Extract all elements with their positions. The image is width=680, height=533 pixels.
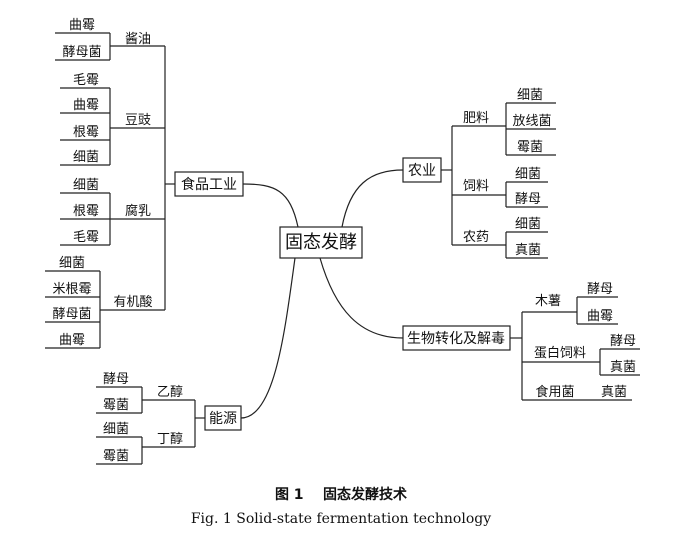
node-food: 食品工业 — [181, 176, 237, 193]
branch-protein-feed: 蛋白饲料 — [534, 345, 586, 361]
node-bio: 生物转化及解毒 — [407, 331, 505, 347]
branch-cassava: 木薯 — [535, 294, 561, 309]
leaf-furu-1: 细菌 — [73, 178, 99, 193]
node-center: 固态发酵 — [285, 232, 357, 253]
branch-ethanol: 乙醇 — [157, 384, 183, 400]
edge-center-food — [242, 183, 299, 228]
leaf-furu-3: 毛霉 — [73, 230, 99, 245]
leaf-douchi-1: 毛霉 — [73, 73, 99, 88]
branch-butanol: 丁醇 — [157, 431, 183, 447]
node-energy: 能源 — [209, 411, 237, 427]
leaf-pesticide-1: 细菌 — [515, 217, 541, 232]
leaf-soy-sauce-1: 曲霉 — [69, 18, 95, 33]
node-energy-box — [204, 405, 242, 431]
leaf-acid-2: 米根霉 — [52, 282, 91, 297]
branch-fertilizer: 肥料 — [463, 111, 489, 126]
caption-english: Fig. 1 Solid-state fermentation technolo… — [191, 511, 491, 527]
leaf-soy-sauce-2: 酵母菌 — [62, 45, 101, 60]
leaf-douchi-3: 根霉 — [73, 125, 99, 140]
leaf-fertilizer-2: 放线菌 — [512, 114, 551, 129]
node-agri: 农业 — [408, 163, 436, 179]
edge-center-agri — [341, 169, 404, 228]
leaf-ethanol-1: 酵母 — [103, 372, 129, 387]
leaf-protein-feed-2: 真菌 — [610, 360, 636, 375]
leaf-furu-2: 根霉 — [73, 204, 99, 219]
branch-douchi: 豆豉 — [125, 113, 151, 128]
node-food-box — [174, 171, 244, 197]
branch-mushroom: 食用菌 — [535, 384, 574, 400]
leaf-fertilizer-1: 细菌 — [517, 88, 543, 103]
leaf-pesticide-2: 真菌 — [515, 243, 541, 258]
node-center-box — [279, 226, 363, 259]
edge-center-energy — [240, 257, 296, 419]
leaf-fertilizer-3: 霉菌 — [517, 140, 543, 155]
leaf-acid-3: 酵母菌 — [52, 307, 91, 322]
caption-chinese: 图 1 固态发酵技术 — [275, 486, 407, 503]
leaf-protein-feed-1: 酵母 — [610, 334, 636, 349]
leaf-cassava-1: 酵母 — [587, 282, 613, 297]
leaf-acid-1: 细菌 — [59, 256, 85, 271]
branch-feed: 饲料 — [463, 179, 489, 194]
leaf-douchi-2: 曲霉 — [73, 98, 99, 113]
node-agri-box — [402, 157, 442, 183]
leaf-acid-4: 曲霉 — [59, 333, 85, 348]
leaf-mushroom: 真菌 — [601, 385, 627, 400]
branch-soy-sauce: 酱油 — [125, 32, 151, 47]
leaf-butanol-2: 霉菌 — [103, 449, 129, 464]
leaf-cassava-2: 曲霉 — [587, 309, 613, 324]
branch-furu: 腐乳 — [125, 204, 151, 219]
leaf-ethanol-2: 霉菌 — [103, 398, 129, 413]
node-bio-box — [402, 325, 511, 351]
leaf-feed-1: 细菌 — [515, 167, 541, 182]
leaf-douchi-4: 细菌 — [73, 150, 99, 165]
edge-center-bio — [319, 257, 404, 339]
branch-acid: 有机酸 — [113, 295, 152, 310]
leaf-feed-2: 酵母 — [515, 192, 541, 207]
branch-pesticide: 农药 — [463, 230, 489, 245]
leaf-butanol-1: 细菌 — [103, 422, 129, 437]
